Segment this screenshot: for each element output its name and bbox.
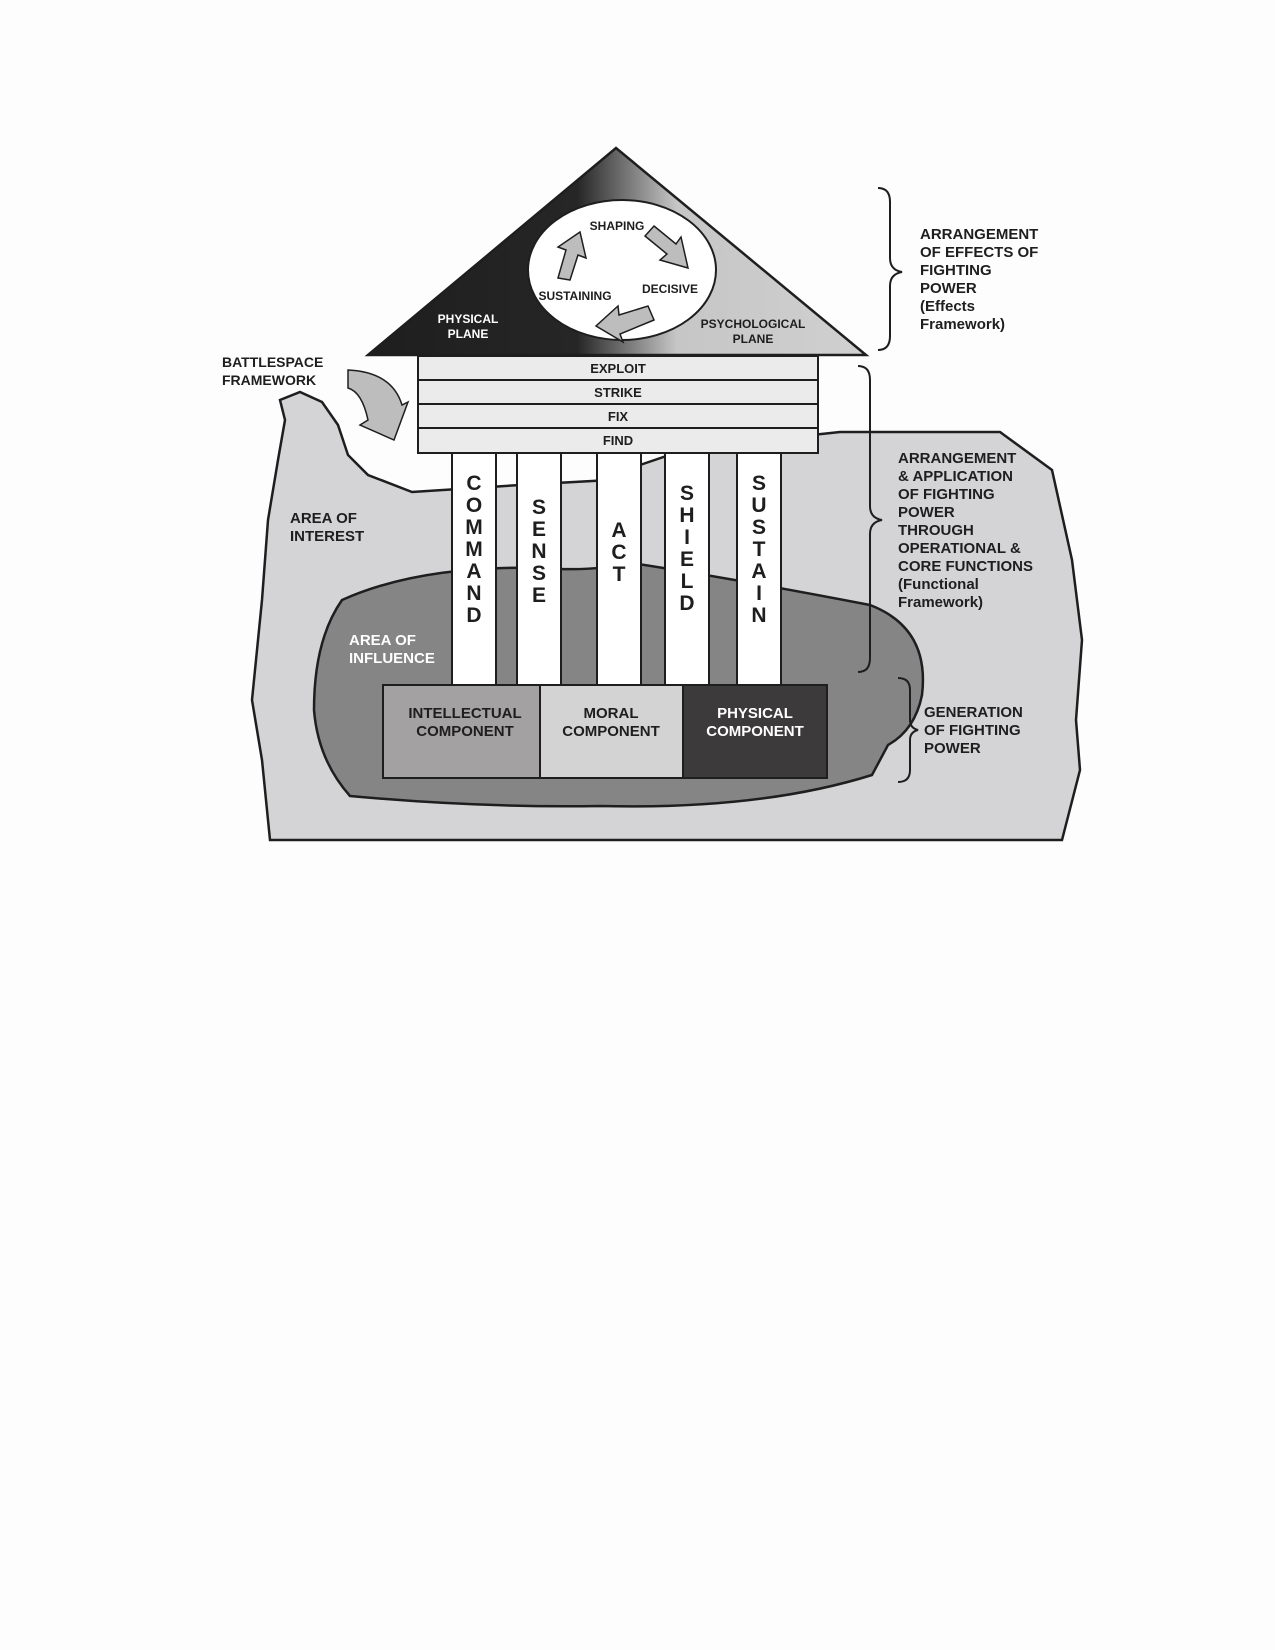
functional-brace: [857, 365, 883, 673]
generation-annotation-line: POWER: [924, 740, 981, 757]
fighting-power-components: INTELLECTUAL COMPONENT MORAL COMPONENT P…: [382, 684, 828, 779]
cycle-label-sustaining: SUSTAINING: [538, 289, 611, 303]
battlespace-curved-arrow-icon: [347, 369, 410, 442]
effects-annotation-line: (Effects: [920, 298, 975, 315]
cycle-arrow-right-icon: [643, 224, 690, 270]
physical-plane-label-line1: PHYSICAL: [438, 312, 499, 326]
psychological-plane-label-line2: PLANE: [733, 332, 774, 346]
functional-annotation-line: POWER: [898, 504, 955, 521]
physical-plane-label-line2: PLANE: [448, 327, 489, 341]
functional-annotation-line: Framework): [898, 594, 983, 611]
beam-label-find: FIND: [603, 433, 633, 448]
generation-brace: [897, 677, 919, 783]
intellectual-component-line2: COMPONENT: [416, 723, 514, 740]
functional-annotation-line: OF FIGHTING: [898, 486, 995, 503]
area-of-interest-label-line1: AREA OF: [290, 510, 357, 527]
roof: SHAPING DECISIVE SUSTAINING PHYSICAL PLA…: [364, 146, 870, 357]
pillar-command: [451, 452, 497, 686]
functional-annotation-line: THROUGH: [898, 522, 974, 539]
area-of-influence-label-line1: AREA OF: [349, 632, 416, 649]
effects-annotation-line: OF EFFECTS OF: [920, 244, 1038, 261]
cycle-label-shaping: SHAPING: [590, 219, 645, 233]
physical-component-line1: PHYSICAL: [717, 705, 793, 722]
beam-label-fix: FIX: [608, 409, 629, 424]
intellectual-component-box: [382, 684, 541, 779]
effects-annotation-line: POWER: [920, 280, 977, 297]
area-of-interest-label-line2: INTEREST: [290, 528, 364, 545]
effects-annotation-line: ARRANGEMENT: [920, 226, 1038, 243]
moral-component-box: [539, 684, 684, 779]
functional-annotation-line: & APPLICATION: [898, 468, 1013, 485]
physical-component-line2: COMPONENT: [706, 723, 804, 740]
psychological-plane-label-line1: PSYCHOLOGICAL: [701, 317, 806, 331]
functional-annotation-line: CORE FUNCTIONS: [898, 558, 1033, 575]
beams: EXPLOIT STRIKE FIX FIND: [417, 355, 819, 454]
generation-annotation-line: GENERATION: [924, 704, 1023, 721]
beam-strike: [417, 379, 819, 405]
effects-annotation-line: FIGHTING: [920, 262, 992, 279]
generation-annotation-line: OF FIGHTING: [924, 722, 1021, 739]
effects-brace: [877, 187, 903, 351]
intellectual-component-line1: INTELLECTUAL: [408, 705, 521, 722]
battlespace-label-line1: BATTLESPACE: [222, 354, 323, 370]
cycle-arrow-down-icon: [594, 304, 655, 344]
battlespace-label-line2: FRAMEWORK: [222, 372, 316, 388]
pillar-shield: [664, 452, 710, 686]
moral-component-line1: MORAL: [584, 705, 639, 722]
area-of-influence-label-line2: INFLUENCE: [349, 650, 435, 667]
beam-exploit: [417, 355, 819, 381]
moral-component-line2: COMPONENT: [562, 723, 660, 740]
beam-find: [417, 427, 819, 454]
beam-label-strike: STRIKE: [594, 385, 642, 400]
beam-label-exploit: EXPLOIT: [590, 361, 646, 376]
functional-annotation-line: (Functional: [898, 576, 979, 593]
functional-annotation-line: ARRANGEMENT: [898, 450, 1016, 467]
physical-component-box: [682, 684, 828, 779]
beam-fix: [417, 403, 819, 429]
cycle-arrow-up-icon: [556, 230, 588, 281]
functional-annotation-line: OPERATIONAL &: [898, 540, 1021, 557]
pillar-sustain: [736, 452, 782, 686]
generation-annotation: GENERATION OF FIGHTING POWER: [924, 704, 1023, 757]
effects-framework-annotation: ARRANGEMENT OF EFFECTS OF FIGHTING POWER…: [920, 226, 1038, 333]
effects-annotation-line: Framework): [920, 316, 1005, 333]
cycle-label-decisive: DECISIVE: [642, 282, 698, 296]
functional-framework-annotation: ARRANGEMENT & APPLICATION OF FIGHTING PO…: [898, 450, 1033, 611]
